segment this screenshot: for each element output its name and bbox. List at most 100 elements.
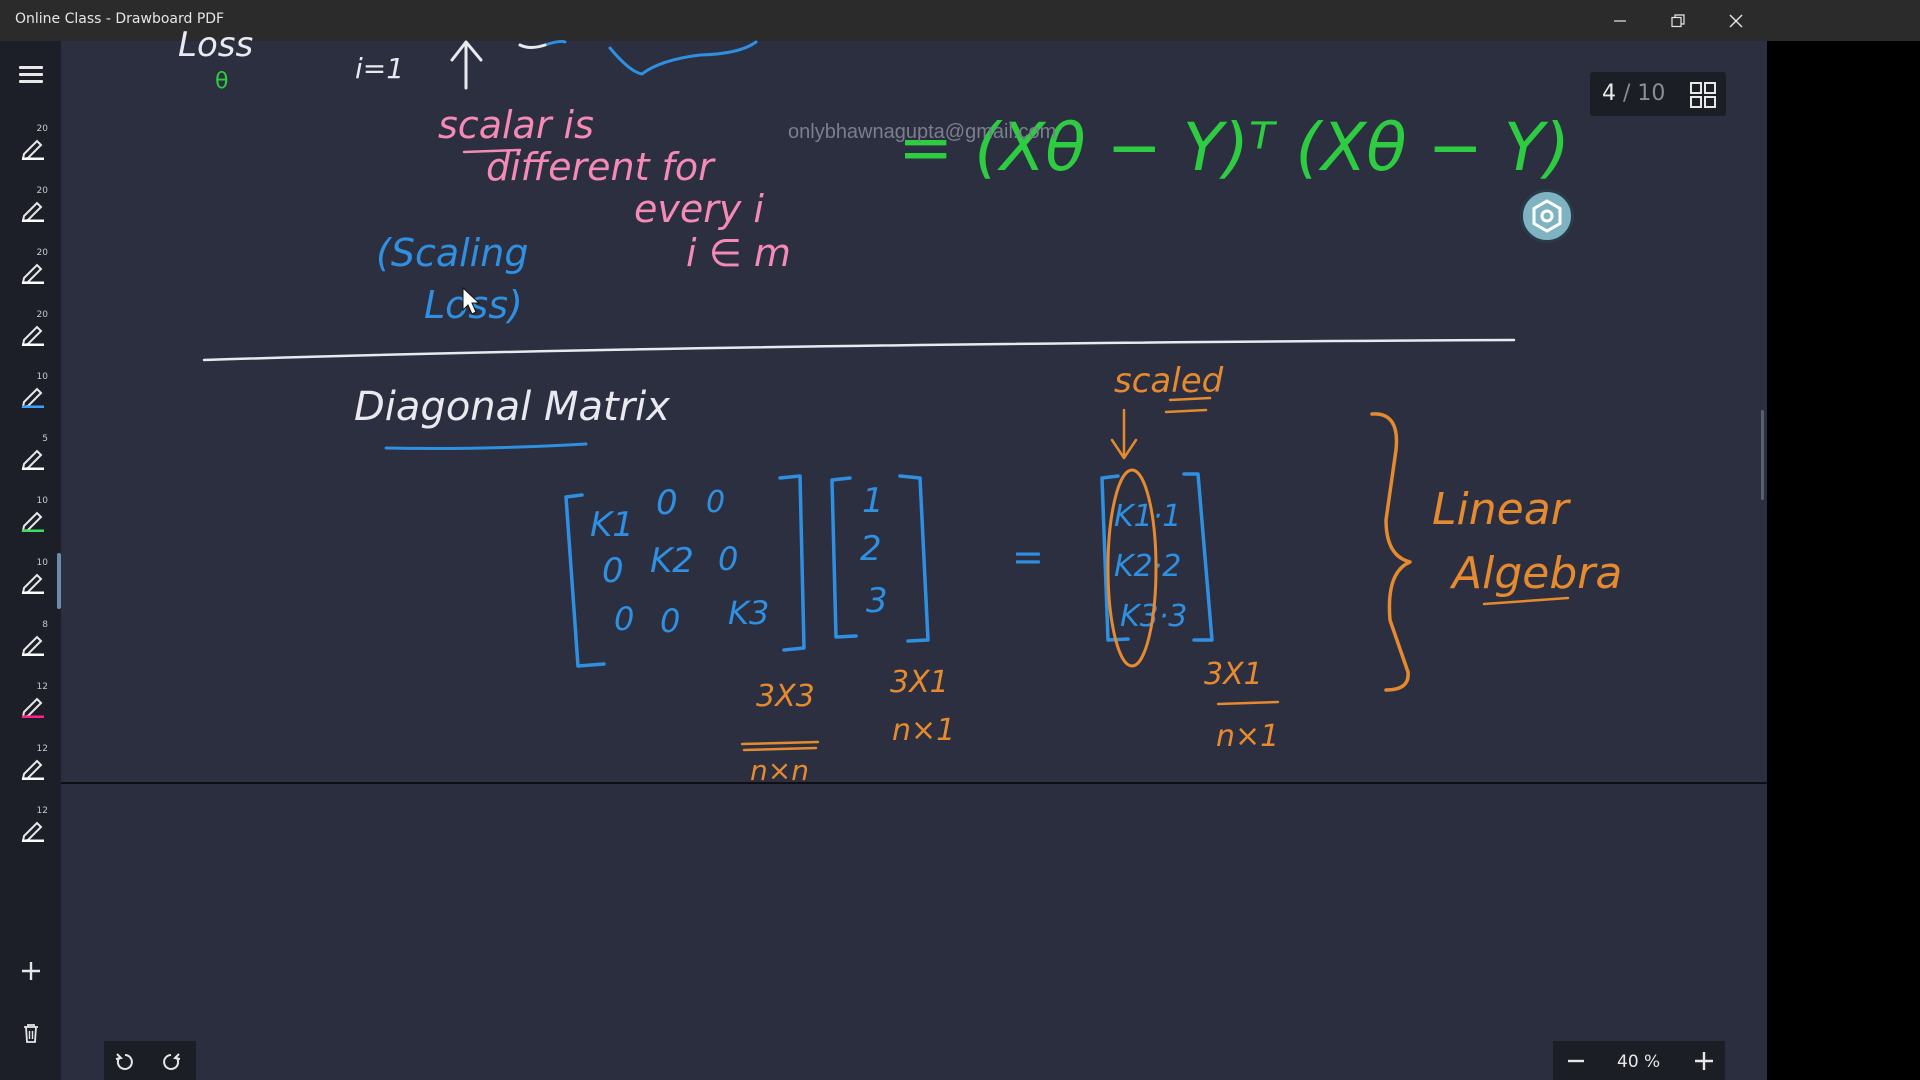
pen-size-label: 12	[36, 744, 48, 754]
delete-button[interactable]	[19, 1021, 43, 1045]
ink-loss-fragment: Loss	[178, 25, 253, 65]
ink-pink-line-2: different for	[486, 145, 716, 189]
hexagon-icon	[1532, 199, 1562, 233]
ink-a-32: 0	[660, 602, 680, 640]
page-indicator[interactable]: 4 / 10	[1590, 72, 1726, 116]
pen-tool-3[interactable]: 20	[14, 245, 50, 295]
ink-curly-brace	[1370, 412, 1412, 692]
ink-heading: Diagonal Matrix	[354, 384, 670, 430]
ink-r-2: K2·2	[1114, 549, 1181, 584]
pen-icon	[21, 573, 44, 594]
pen-size-label: 5	[42, 434, 48, 444]
pen-size-label: 8	[42, 620, 48, 630]
ink-dim-c-underline	[1216, 700, 1280, 706]
ink-green-formula: = (Xθ − Y)ᵀ (Xθ − Y)	[898, 109, 1570, 186]
pen-tool-8[interactable]: 10	[14, 553, 61, 609]
pen-size-label: 10	[36, 372, 48, 382]
ink-dim-c-2: n×1	[1216, 719, 1279, 754]
ink-dim-a-underline	[740, 740, 820, 752]
vertical-scrollbar[interactable]	[1761, 410, 1764, 500]
ink-result-circle	[1106, 468, 1158, 668]
pen-tool-9[interactable]: 8	[14, 617, 50, 667]
ink-a-33: K3	[728, 594, 769, 632]
pen-tool-5[interactable]: 10	[14, 369, 50, 419]
ink-b-3: 3	[866, 581, 888, 621]
grid-view-icon[interactable]	[1690, 82, 1716, 108]
ink-pink-line-1: scalar is	[438, 103, 594, 147]
pen-tool-1[interactable]: 20	[14, 121, 50, 171]
pen-size-label: 12	[36, 806, 48, 816]
ink-equals: =	[1012, 535, 1044, 579]
pen-size-label: 20	[36, 186, 48, 196]
ink-dim-b-2: n×1	[892, 713, 955, 748]
pen-icon	[21, 201, 44, 222]
ink-up-arrow	[450, 40, 483, 90]
floating-action-button[interactable]	[1520, 189, 1574, 243]
ink-dim-a-2: n×n	[750, 754, 809, 787]
ink-i-eq-1: i=1	[355, 52, 404, 85]
ink-pink-line-3: every i	[634, 187, 764, 231]
pen-tool-12[interactable]: 12	[14, 803, 50, 853]
ink-heading-underline	[384, 442, 588, 450]
redo-icon	[163, 1053, 181, 1070]
minimize-icon	[1614, 19, 1626, 22]
redo-button[interactable]	[160, 1051, 182, 1073]
ink-top-stroke	[518, 43, 547, 49]
ink-scaled-arrow	[1110, 408, 1138, 460]
pen-icon	[21, 697, 44, 718]
pen-size-label: 10	[36, 496, 48, 506]
ink-matrix-a-right-bracket	[778, 474, 806, 652]
ink-vector-b-right-bracket	[898, 474, 930, 643]
pen-icon	[21, 635, 44, 656]
undo-button[interactable]	[114, 1051, 136, 1073]
ink-b-2: 2	[860, 529, 882, 569]
pen-tool-2[interactable]: 20	[14, 183, 50, 233]
ink-a-11: K1	[590, 505, 634, 545]
ink-pink-underline	[462, 148, 522, 154]
minimize-button[interactable]	[1591, 0, 1649, 41]
ink-a-12: 0	[656, 483, 678, 523]
pen-tool-4[interactable]: 20	[14, 307, 50, 357]
pen-icon	[21, 139, 44, 160]
ink-scaled: scaled	[1114, 361, 1224, 401]
zoom-in-icon[interactable]	[1694, 1051, 1714, 1071]
pen-tool-6[interactable]: 5	[14, 431, 50, 481]
ink-blue-line-1: (Scaling	[376, 231, 528, 275]
pen-size-label: 20	[36, 124, 48, 134]
ink-a-23: 0	[718, 540, 738, 578]
ink-a-21: 0	[602, 551, 624, 591]
mouse-cursor	[462, 286, 481, 315]
ink-result-left-bracket	[1100, 474, 1130, 642]
zoom-out-icon[interactable]	[1567, 1052, 1585, 1070]
undo-redo-bar	[104, 1041, 196, 1080]
pen-size-label: 12	[36, 682, 48, 692]
ink-algebra-underline	[1482, 596, 1570, 606]
ink-dim-c-1: 3X1	[1204, 657, 1263, 692]
plus-icon	[22, 962, 40, 980]
pdf-page[interactable]	[61, 41, 1767, 783]
ink-result-right-bracket	[1182, 472, 1214, 642]
ink-a-22: K2	[650, 541, 694, 581]
restore-button[interactable]	[1649, 0, 1707, 41]
window-title: Online Class - Drawboard PDF	[15, 11, 225, 27]
ink-matrix-a-left-bracket	[564, 493, 606, 668]
ink-b-1: 1	[862, 481, 884, 521]
ink-scaled-underline	[1164, 396, 1212, 414]
add-tool-button[interactable]	[19, 959, 43, 983]
close-button[interactable]	[1707, 0, 1765, 41]
pen-tool-11[interactable]: 12	[14, 741, 50, 791]
pen-tool-10[interactable]: 12	[14, 679, 50, 729]
pen-icon	[21, 325, 44, 346]
watermark: onlybhawnagupta@gmail.com	[788, 121, 1057, 143]
ink-dim-a-1: 3X3	[756, 679, 815, 714]
ink-vector-b-left-bracket	[830, 476, 858, 639]
title-bar: Online Class - Drawboard PDF	[0, 0, 1920, 41]
ink-a-13: 0	[706, 485, 725, 520]
menu-icon[interactable]	[19, 66, 43, 84]
trash-icon	[24, 1024, 38, 1043]
ink-divider-line	[202, 338, 1516, 362]
pen-tool-7[interactable]: 10	[14, 493, 50, 543]
pen-icon	[21, 511, 44, 532]
ink-dim-b-1: 3X1	[890, 665, 949, 700]
ink-linear: Linear	[1432, 484, 1572, 535]
